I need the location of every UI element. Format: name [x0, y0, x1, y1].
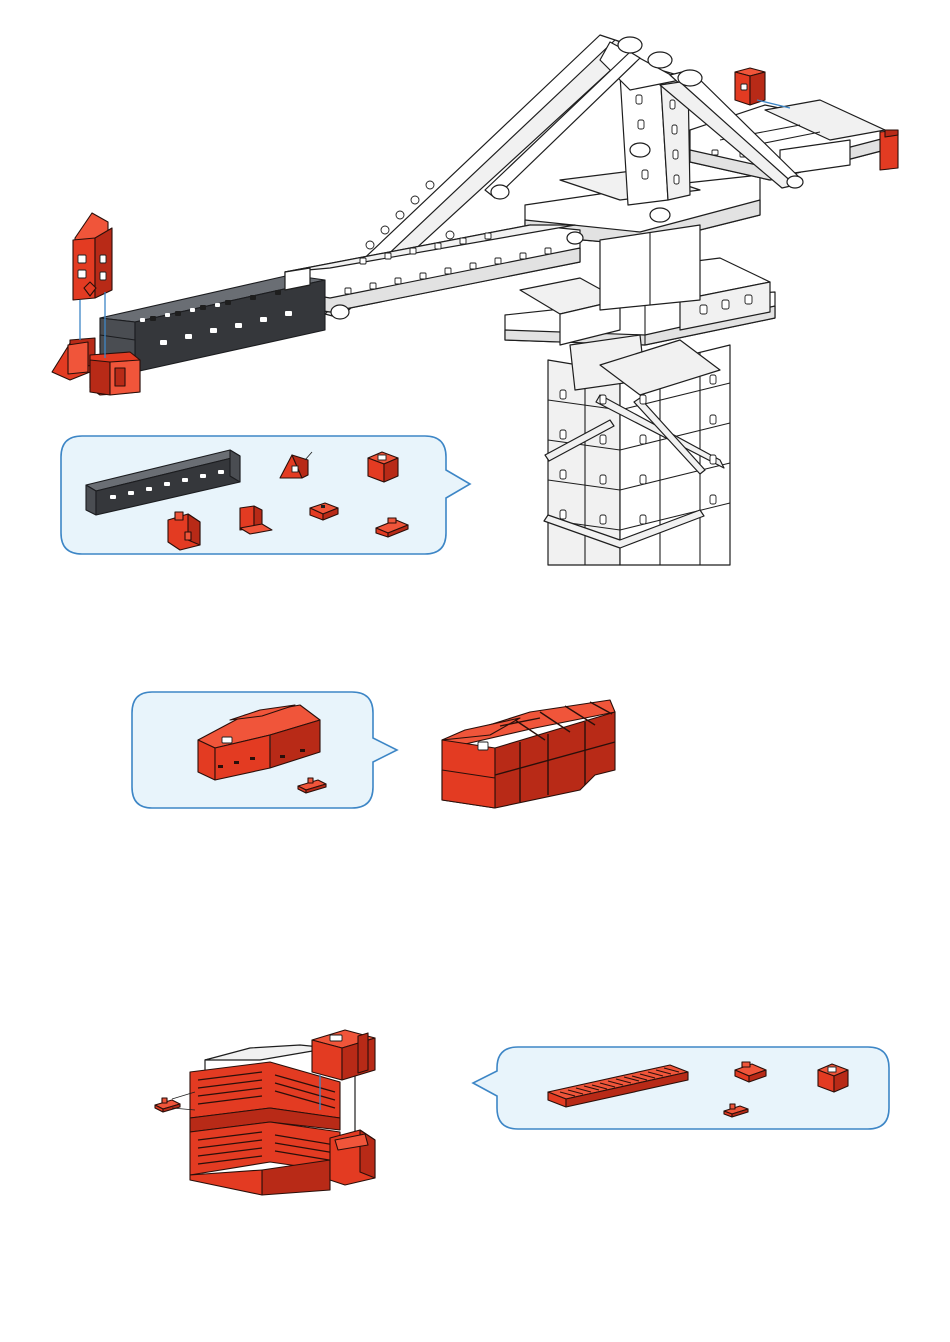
parts-callout-step1: [61, 436, 470, 554]
red-block-floating: [312, 1030, 375, 1080]
hook-block: [73, 213, 112, 300]
part-red-block-small: [818, 1064, 848, 1092]
parts-callout-step2: [132, 692, 397, 808]
parts-callout-step3: [473, 1047, 889, 1129]
part-red-block: [368, 452, 398, 482]
red-cube-counterjib: [735, 68, 790, 108]
counterweight-cladding-assembly: [155, 1030, 375, 1195]
main-jib-white: [285, 225, 583, 319]
pin-left: [155, 1098, 180, 1112]
jib-tip-red-parts: [52, 213, 140, 395]
counterweight-result: [442, 700, 615, 808]
